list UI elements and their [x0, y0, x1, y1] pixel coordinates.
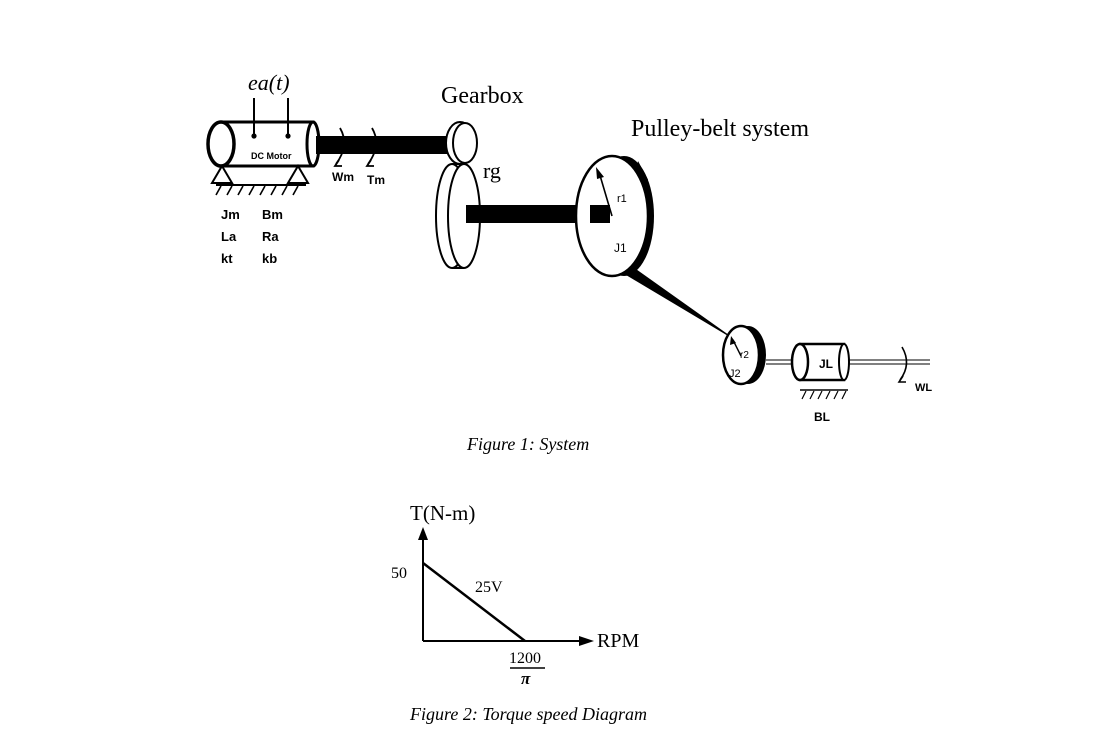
param-bm: Bm [262, 207, 283, 222]
param-kt: kt [221, 251, 233, 266]
param-kb: kb [262, 251, 277, 266]
param-ra: Ra [262, 229, 279, 244]
x-intercept-denominator: π [521, 669, 531, 688]
load-damping-label: BL [814, 410, 830, 424]
x-axis-label: RPM [597, 630, 639, 652]
line-label: 25V [475, 579, 503, 596]
gearbox [435, 121, 481, 269]
x-intercept-numerator: 1200 [509, 650, 541, 667]
torque-speed-diagram [418, 527, 594, 646]
y-axis-arrowhead [418, 527, 428, 540]
pulley2-radius-label: r2 [740, 350, 749, 361]
shaft-rotation-arrows [333, 127, 378, 167]
param-la: La [221, 229, 237, 244]
pulley-2 [721, 324, 766, 386]
input-voltage-label: ea(t) [248, 70, 290, 95]
ground-hatch [215, 185, 299, 196]
load-inertia-label: JL [819, 357, 833, 371]
motor-shaft [316, 136, 452, 154]
param-jm: Jm [221, 207, 240, 222]
figure1-caption: Figure 1: System [467, 434, 590, 454]
gear-ratio-label: rg [483, 158, 501, 183]
motor-parameters: Jm Bm La Ra kt kb [221, 207, 283, 266]
y-intercept-label: 50 [391, 565, 407, 582]
pulley1-inertia-label: J1 [614, 241, 627, 255]
torque-speed-line [422, 562, 526, 642]
figure2-caption: Figure 2: Torque speed Diagram [410, 704, 647, 724]
pulley-1 [574, 154, 654, 278]
pulley-system-label: Pulley-belt system [631, 116, 809, 142]
pulley1-radius-label: r1 [617, 193, 627, 205]
load-speed-label: WL [915, 382, 932, 394]
dc-motor: DC Motor [206, 98, 321, 196]
speed-label: Wm [332, 170, 354, 184]
pulley2-inertia-label: J2 [729, 368, 741, 380]
x-axis-arrowhead [579, 636, 594, 646]
motor-label: DC Motor [251, 151, 292, 161]
gearbox-output-shaft [466, 205, 590, 223]
load-inertia [790, 342, 850, 382]
torque-label: Tm [367, 173, 385, 187]
y-axis-label: T(N-m) [410, 501, 475, 525]
load-rotation-arrow [897, 346, 908, 383]
gearbox-label: Gearbox [441, 83, 524, 109]
